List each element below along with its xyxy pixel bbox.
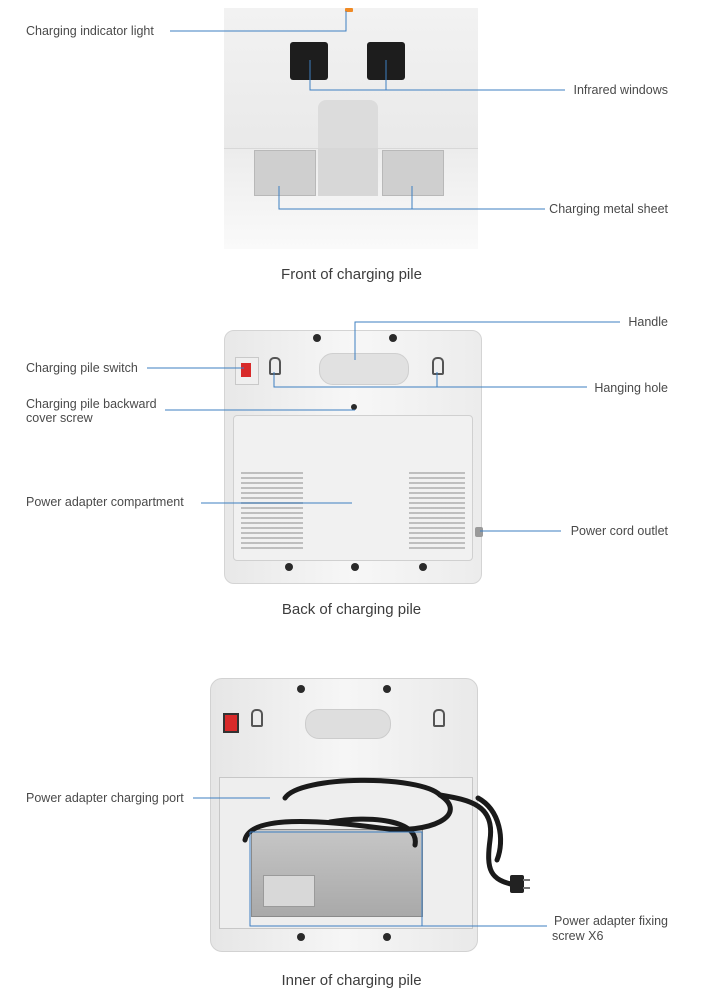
label-power-adapter-compartment: Power adapter compartment bbox=[26, 495, 184, 509]
power-plug bbox=[510, 875, 530, 893]
inner-handle bbox=[305, 709, 391, 739]
front-center-recess-lower bbox=[318, 148, 378, 196]
back-power-cord-outlet bbox=[475, 527, 483, 537]
caption-front: Front of charging pile bbox=[281, 266, 422, 283]
back-vent-left bbox=[241, 469, 303, 549]
label-power-adapter-fixing-screw-line1: Power adapter fixing bbox=[554, 914, 668, 928]
back-top-hole-1 bbox=[313, 334, 321, 342]
label-charging-pile-switch: Charging pile switch bbox=[26, 361, 138, 375]
label-hanging-hole: Hanging hole bbox=[594, 381, 668, 395]
back-cover-screw bbox=[351, 404, 357, 410]
inner-top-hole-1 bbox=[297, 685, 305, 693]
inner-device bbox=[210, 678, 478, 952]
back-vent-right bbox=[409, 469, 465, 549]
back-handle bbox=[319, 353, 409, 385]
inner-switch bbox=[223, 713, 239, 733]
back-device bbox=[224, 330, 483, 584]
back-top-hole-2 bbox=[389, 334, 397, 342]
back-switch-housing bbox=[235, 357, 259, 385]
metal-sheet-left bbox=[254, 150, 316, 196]
back-bottom-hole-1 bbox=[285, 563, 293, 571]
label-power-adapter-fixing-screw-line2: screw X6 bbox=[552, 929, 604, 943]
label-backward-cover-screw-line2: cover screw bbox=[26, 411, 93, 425]
label-handle: Handle bbox=[628, 315, 668, 329]
front-device bbox=[224, 8, 478, 249]
power-adapter-sticker bbox=[263, 875, 315, 907]
indicator-light bbox=[345, 8, 353, 12]
power-cable bbox=[242, 777, 518, 888]
caption-inner: Inner of charging pile bbox=[281, 972, 422, 989]
label-backward-cover-screw-line1: Charging pile backward bbox=[26, 397, 157, 411]
leader-lines-inner bbox=[193, 797, 547, 927]
metal-sheet-right bbox=[382, 150, 444, 196]
caption-back: Back of charging pile bbox=[281, 601, 422, 618]
inner-hanging-hole-right bbox=[433, 709, 445, 727]
back-hanging-hole-right bbox=[432, 357, 444, 375]
label-power-cord-outlet: Power cord outlet bbox=[570, 524, 668, 538]
back-hanging-hole-left bbox=[269, 357, 281, 375]
leader-lines-back bbox=[147, 321, 620, 532]
leader-lines-front bbox=[170, 11, 565, 210]
label-charging-metal-sheet: Charging metal sheet bbox=[549, 202, 668, 216]
inner-top-hole-2 bbox=[383, 685, 391, 693]
inner-bottom-hole-1 bbox=[297, 933, 305, 941]
back-bottom-hole-2 bbox=[351, 563, 359, 571]
back-switch bbox=[241, 363, 251, 377]
inner-hanging-hole-left bbox=[251, 709, 263, 727]
label-infrared-windows: Infrared windows bbox=[573, 83, 669, 97]
label-charging-indicator-light: Charging indicator light bbox=[26, 24, 154, 38]
inner-bottom-hole-2 bbox=[383, 933, 391, 941]
infrared-window-left bbox=[290, 42, 328, 80]
label-power-adapter-charging-port: Power adapter charging port bbox=[26, 791, 184, 805]
back-bottom-hole-3 bbox=[419, 563, 427, 571]
